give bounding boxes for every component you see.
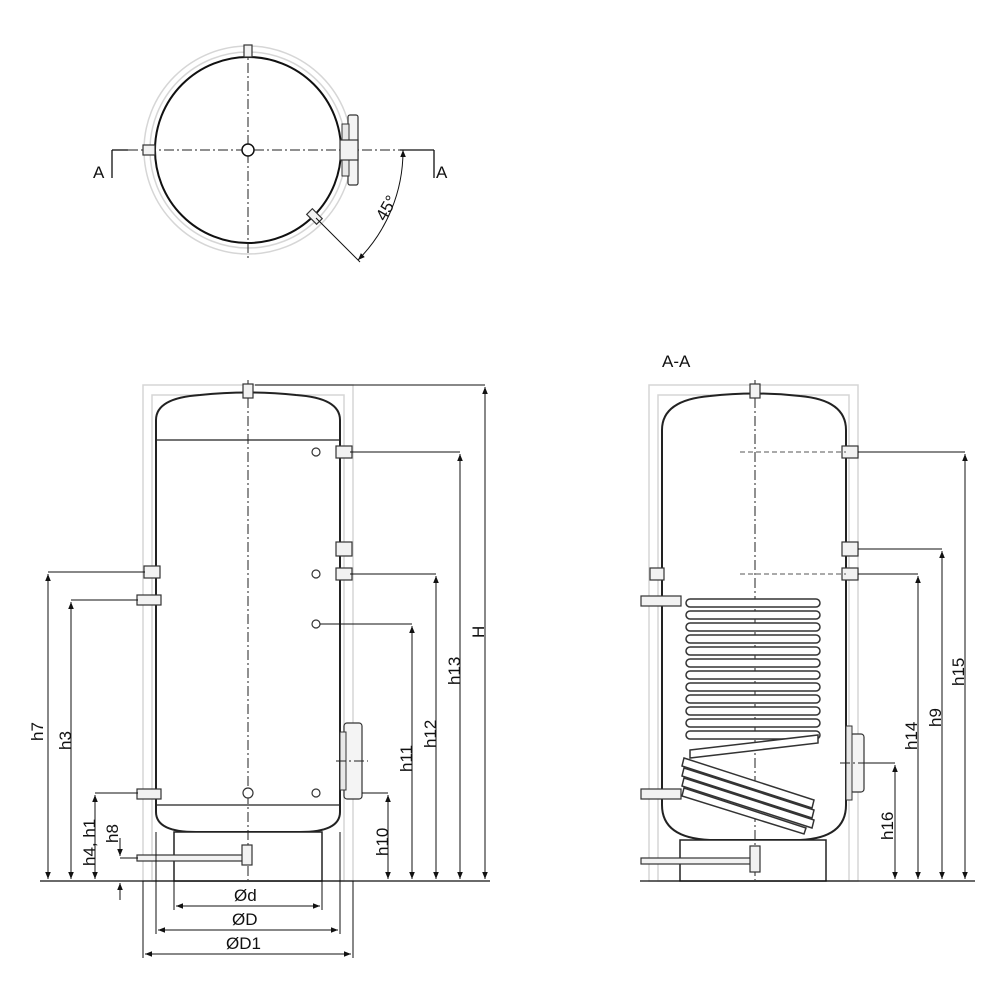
front-sensor-3 (311, 619, 321, 629)
coil-turn (685, 670, 821, 680)
coil-turn (685, 634, 821, 644)
coil-turn (685, 658, 821, 668)
dim-D-label: ØD (232, 910, 258, 929)
dim-h12-label: h12 (421, 720, 440, 748)
coil-lower-turn (681, 777, 815, 829)
coil-lower-turn (681, 757, 815, 809)
coil-turn (685, 694, 821, 704)
section-left-nozzle-3 (640, 788, 682, 800)
coil-turn (685, 706, 821, 716)
dim-h3-label: h3 (56, 731, 75, 750)
coil-lower-turn (681, 787, 807, 835)
section-title: A-A (662, 352, 691, 371)
dim-D1-label: ØD1 (226, 934, 261, 953)
top-view-top-nozzle (243, 44, 253, 58)
front-top-nozzle (242, 383, 254, 399)
coil-turn (685, 646, 821, 656)
front-sensor-2 (311, 569, 321, 579)
dim-h10-label: h10 (373, 828, 392, 856)
section-left-nozzle-1 (649, 567, 665, 581)
dim-h13-label: h13 (445, 657, 464, 685)
dim-h14-label: h14 (902, 722, 921, 750)
coil-turn (685, 598, 821, 608)
angle-arc (357, 149, 406, 261)
section-view: A-A (640, 352, 975, 882)
front-right-nozzle-1 (335, 445, 353, 459)
coil-transition (689, 734, 819, 759)
coil-turn (685, 622, 821, 632)
front-sensor-4 (311, 788, 321, 798)
front-sensor-5 (242, 787, 254, 799)
front-view: h7 h3 h4, h1 h8 h10 h11 h12 h13 H Ød (28, 380, 490, 958)
section-bottom-drain (640, 857, 752, 865)
angle-label: 45° (372, 192, 401, 224)
front-sensor-1 (311, 447, 321, 457)
front-right-nozzle-2 (335, 541, 353, 557)
section-left-nozzle-2 (640, 595, 682, 607)
section-bottom-stub (749, 845, 761, 873)
dim-h15-label: h15 (949, 658, 968, 686)
coil-turn (685, 730, 821, 740)
front-right-nozzle-3 (335, 567, 353, 581)
front-bottom-drain (136, 854, 244, 862)
section-heating-coil (681, 598, 821, 835)
dim-h9-label: h9 (926, 708, 945, 727)
front-left-nozzle-2 (136, 594, 162, 606)
top-view-right-nozzle (339, 139, 359, 161)
dim-H-label: H (469, 626, 488, 638)
coil-lower-turn (681, 767, 815, 819)
section-mark-right: A (436, 163, 448, 182)
front-bottom-drain-stub (241, 844, 253, 866)
coil-turn (685, 718, 821, 728)
front-left-nozzle-3 (136, 788, 162, 800)
coil-turn (685, 682, 821, 692)
dim-h16-label: h16 (878, 812, 897, 840)
dim-h11-label: h11 (397, 745, 416, 772)
coil-turn (685, 610, 821, 620)
front-left-nozzle-1 (143, 565, 161, 579)
top-view: A A 45° (93, 44, 448, 263)
section-right-nozzle-2 (841, 541, 859, 557)
top-view-left-nozzle (142, 144, 156, 156)
dim-h8-label: h8 (103, 824, 122, 843)
dim-d-label: Ød (234, 886, 257, 905)
top-view-center-port (241, 143, 255, 157)
dim-h7-label: h7 (28, 722, 47, 741)
section-top-nozzle (749, 383, 761, 399)
dim-h4h1-label: h4, h1 (80, 819, 99, 866)
section-mark-left: A (93, 163, 105, 182)
angle-extension-line (315, 217, 361, 263)
